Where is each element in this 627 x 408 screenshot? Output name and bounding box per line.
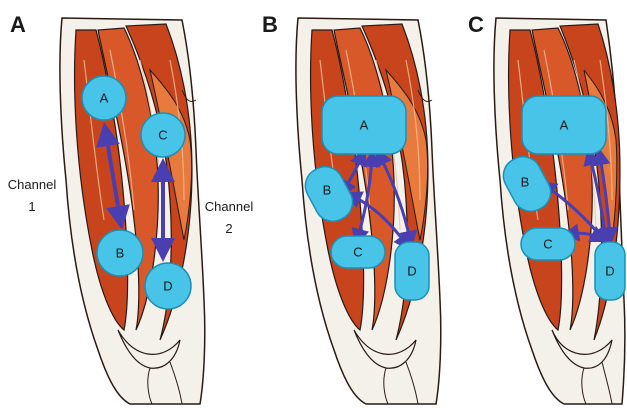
channel-1-title: Channel bbox=[6, 174, 58, 196]
electrode-d-label: D bbox=[163, 279, 172, 294]
panel-c: A B C D C bbox=[468, 12, 625, 404]
channel-1-label: Channel 1 bbox=[6, 174, 58, 218]
channel-2-number: 2 bbox=[198, 218, 260, 240]
electrode-b-label: B bbox=[116, 246, 125, 261]
channel-1-number: 1 bbox=[6, 196, 58, 218]
electrode-c-label: C bbox=[543, 237, 552, 252]
electrode-d-label: D bbox=[605, 264, 614, 279]
electrode-b-label: B bbox=[323, 183, 332, 198]
channel-2-label: Channel 2 bbox=[198, 196, 260, 240]
panel-letter-b: B bbox=[262, 12, 278, 37]
panel-letter-a: A bbox=[10, 12, 26, 37]
thigh-illustration-a bbox=[60, 18, 205, 404]
electrode-c-label: C bbox=[353, 245, 362, 260]
electrode-a-label: A bbox=[360, 118, 369, 133]
channel-2-title: Channel bbox=[198, 196, 260, 218]
electrode-a-label: A bbox=[100, 91, 109, 106]
panel-b: A B C D B bbox=[262, 12, 441, 404]
electrode-d-label: D bbox=[407, 264, 416, 279]
thigh-illustration-c bbox=[494, 18, 625, 404]
panel-letter-c: C bbox=[468, 12, 484, 37]
electrode-c-label: C bbox=[158, 128, 167, 143]
electrode-a-label: A bbox=[560, 118, 569, 133]
electrode-b-label: B bbox=[521, 175, 530, 190]
